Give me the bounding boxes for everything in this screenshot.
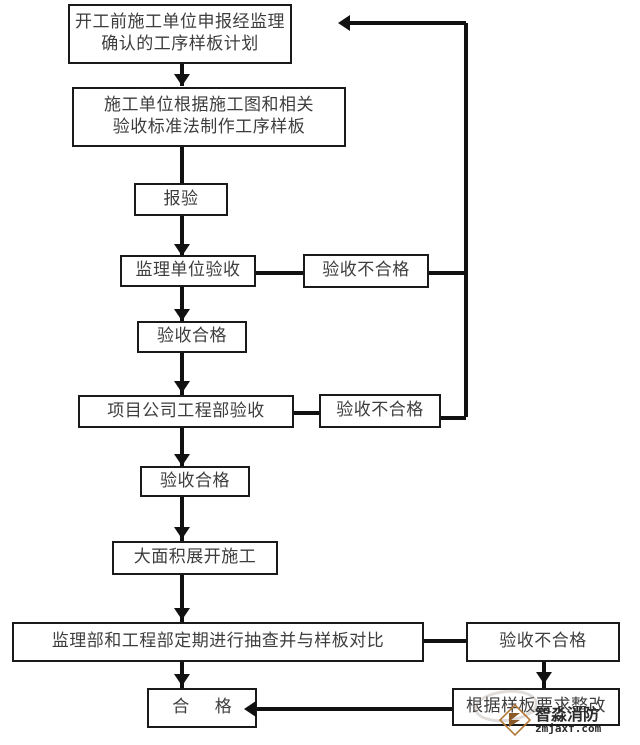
- arrowhead-n12-to-n14: [536, 672, 552, 684]
- node-label: 开工前施工单位申报经监理 确认的工序样板计划: [75, 12, 285, 56]
- edge-n4-to-n6: [180, 287, 184, 321]
- node-acceptance-failed-1[interactable]: 验收不合格: [303, 254, 429, 288]
- node-acceptance-passed-1[interactable]: 验收合格: [137, 321, 247, 353]
- node-project-eng-dept-acceptance[interactable]: 项目公司工程部验收: [78, 395, 294, 428]
- arrowhead-n10-to-n11: [174, 608, 190, 620]
- node-supervisor-acceptance[interactable]: 监理单位验收: [120, 255, 256, 287]
- node-prestart-sample-plan[interactable]: 开工前施工单位申报经监理 确认的工序样板计划: [68, 4, 292, 64]
- edge-n10-to-n11: [180, 575, 184, 623]
- edge-n7-to-n9: [180, 428, 184, 466]
- arrowhead-n7-to-n9: [174, 454, 190, 466]
- arrowhead-n9-to-n10: [174, 527, 190, 539]
- node-acceptance-failed-3[interactable]: 验收不合格: [466, 622, 620, 662]
- arrowhead-feedback-to-n1: [338, 15, 350, 31]
- edge-n2-to-n3: [180, 147, 184, 183]
- arrowhead-n4-to-n6: [174, 309, 190, 321]
- node-label-line1: 施工单位根据施工图和相关: [104, 95, 314, 116]
- edge-n3-to-n4: [180, 216, 184, 256]
- arrowhead-n1-to-n2: [174, 74, 190, 86]
- edge-n4-to-n5: [256, 271, 304, 275]
- edge-n8-to-rail: [440, 416, 466, 420]
- arrowhead-n3-to-n4: [174, 244, 190, 256]
- edge-n7-to-n8: [294, 411, 320, 415]
- edge-n11-to-n12: [424, 639, 466, 643]
- node-label-line2: 验收标准法制作工序样板: [112, 117, 306, 137]
- node-label-line2: 确认的工序样板计划: [101, 34, 259, 54]
- edge-n5-to-rail: [428, 271, 468, 275]
- edge-n9-to-n10: [180, 497, 184, 541]
- edge-feedback-rail-top: [348, 21, 466, 25]
- node-large-scale-construction[interactable]: 大面积展开施工: [112, 541, 278, 575]
- edge-n14-to-n13: [256, 707, 452, 711]
- node-rectify-per-sample[interactable]: 根据样板要求整改: [452, 688, 620, 726]
- node-label-line1: 开工前施工单位申报经监理: [75, 12, 285, 33]
- node-qualified[interactable]: 合 格: [147, 688, 257, 728]
- node-acceptance-failed-2[interactable]: 验收不合格: [319, 394, 441, 428]
- arrowhead-n11-to-n13: [174, 674, 190, 686]
- edge-feedback-rail-vertical: [464, 23, 468, 417]
- edge-n14-left-stub: [436, 707, 458, 711]
- node-contractor-makes-sample[interactable]: 施工单位根据施工图和相关 验收标准法制作工序样板: [72, 87, 346, 147]
- node-submit-inspection[interactable]: 报验: [134, 183, 228, 216]
- node-periodic-spot-check[interactable]: 监理部和工程部定期进行抽查并与样板对比: [12, 622, 424, 662]
- edge-n6-to-n7: [180, 353, 184, 395]
- arrowhead-n6-to-n7: [174, 381, 190, 393]
- node-label: 施工单位根据施工图和相关 验收标准法制作工序样板: [104, 95, 314, 139]
- node-acceptance-passed-2[interactable]: 验收合格: [140, 466, 250, 497]
- arrowhead-n14-to-n13: [244, 701, 256, 717]
